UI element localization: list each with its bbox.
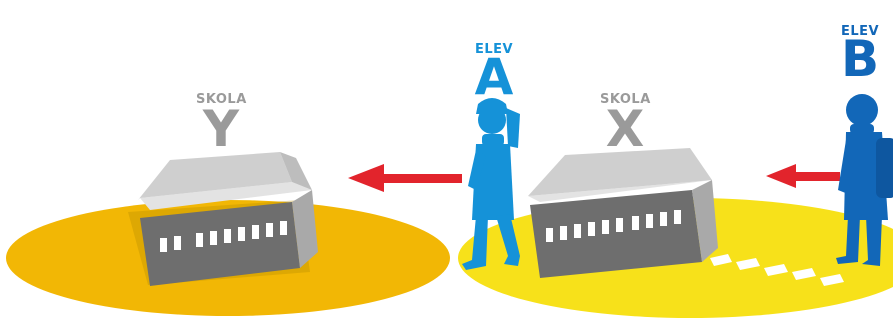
arrow-to-school-x [766,164,840,188]
student-a-letter: A [470,52,518,102]
arrow-to-school-y [348,164,462,192]
school-y-building [128,152,318,286]
school-y-letter: Y [196,104,246,154]
school-x-letter: X [600,104,650,154]
student-b-letter: B [836,34,884,84]
